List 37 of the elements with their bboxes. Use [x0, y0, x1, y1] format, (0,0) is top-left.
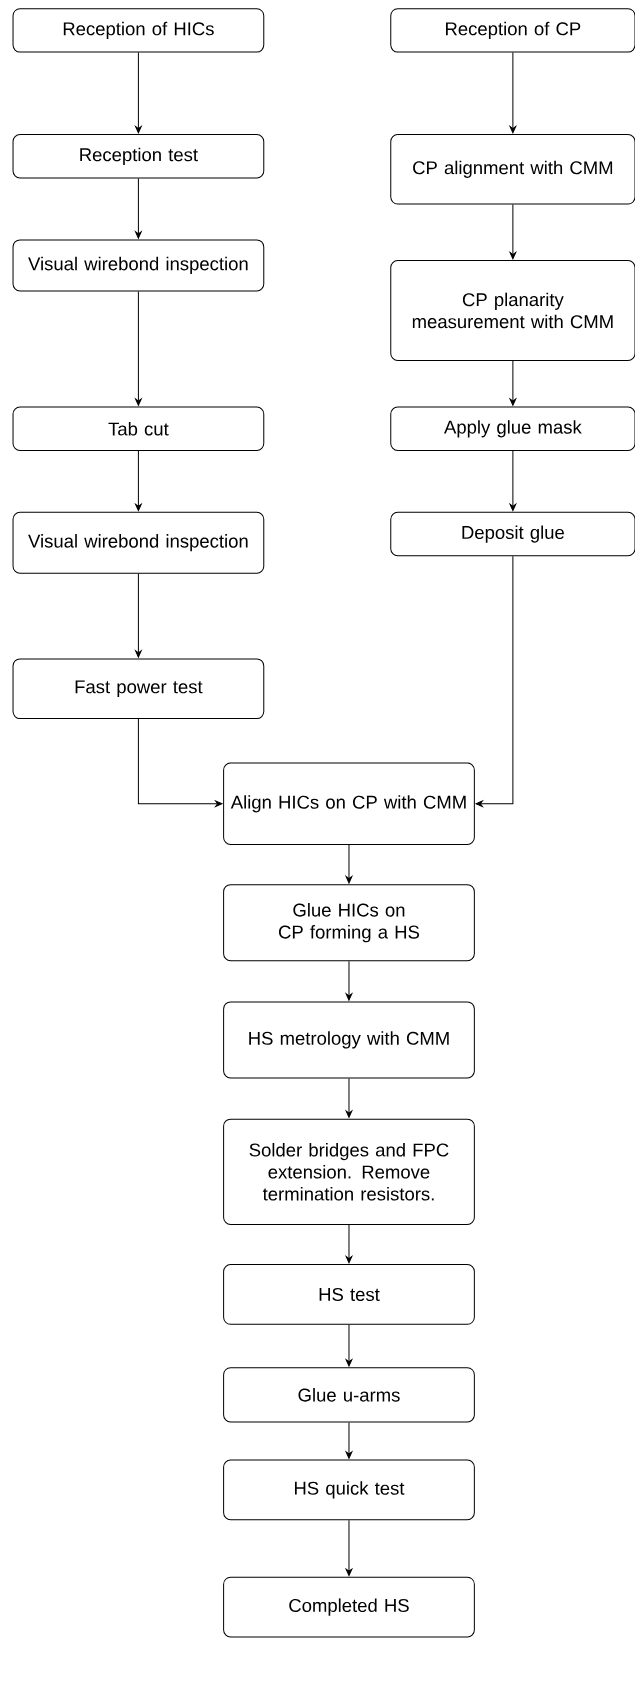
process-box: HS metrology with CMM: [223, 1001, 475, 1079]
process-box: Deposit glue: [390, 511, 635, 557]
arrow: [345, 1224, 353, 1264]
arrow: [509, 52, 517, 134]
arrow: [509, 450, 517, 512]
process-box: Visual wirebond inspection: [12, 511, 265, 574]
arrow: [345, 1324, 353, 1367]
arrow: [135, 450, 142, 512]
arrow: [509, 360, 517, 406]
process-box: Visual wirebond inspection: [12, 239, 265, 292]
process-box: HS quick test: [223, 1459, 475, 1521]
process-box: Fast power test: [12, 658, 265, 720]
arrow: [345, 844, 353, 884]
process-box: Reception of CP: [390, 8, 635, 53]
process-box: Solder bridges and FPC extension. Remove termination resistors.: [223, 1118, 475, 1225]
arrow: [135, 573, 142, 658]
process-box: Completed HS: [223, 1576, 475, 1638]
process-box: Tab cut: [12, 406, 265, 451]
process-box: CP alignment with CMM: [390, 134, 635, 205]
process-box: Glue u-arms: [223, 1367, 475, 1423]
process-box: CP planarity measurement with CMM: [390, 260, 635, 361]
arrow: [345, 960, 353, 1001]
process-box: Align HICs on CP with CMM: [223, 762, 475, 845]
arrow: [135, 52, 142, 134]
arrow: [345, 1422, 353, 1459]
arrow: [509, 204, 517, 260]
process-box: Apply glue mask: [390, 406, 635, 451]
arrow: [137, 718, 223, 808]
process-box: Reception test: [12, 134, 265, 179]
arrow: [135, 178, 142, 239]
process-box: Glue HICs on CP forming a HS: [223, 884, 475, 962]
process-box: HS test: [223, 1264, 475, 1325]
process-box: Reception of HICs: [12, 8, 265, 53]
arrow: [345, 1077, 353, 1118]
arrow: [475, 555, 514, 808]
arrow: [135, 290, 142, 406]
arrow: [345, 1519, 353, 1576]
